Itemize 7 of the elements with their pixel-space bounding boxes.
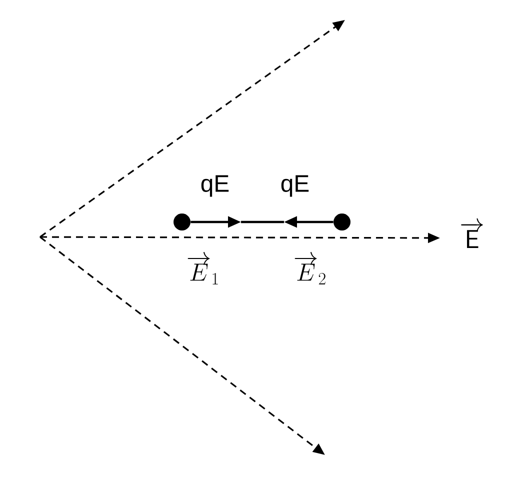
charge-dot xyxy=(334,213,350,230)
field-vector-label: $\overrightarrow{E}_{2}$ xyxy=(294,252,326,284)
force-label: qE xyxy=(201,175,229,197)
charge-dot xyxy=(174,213,190,230)
field-vector-label: $\overrightarrow{E}_{1}$ xyxy=(188,252,218,284)
force-label: qE xyxy=(281,175,309,197)
field-label: $\overrightarrow{\mathsf{E}}$ xyxy=(460,218,483,248)
